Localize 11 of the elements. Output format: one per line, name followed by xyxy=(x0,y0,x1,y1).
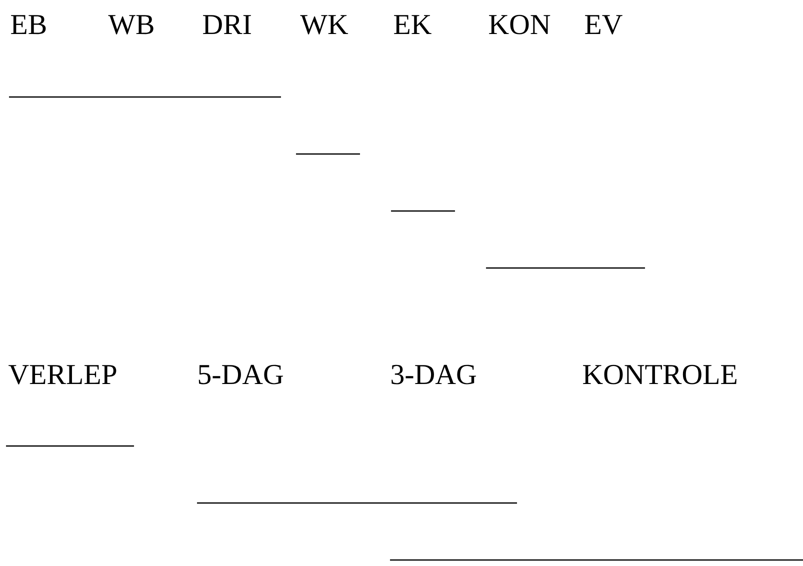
column-label: KONTROLE xyxy=(583,364,736,384)
column-label: WB xyxy=(108,15,154,34)
column-label: EK xyxy=(394,15,432,34)
column-label: EB xyxy=(11,15,46,34)
column-label: 3-DAG xyxy=(392,364,476,384)
column-label: EV xyxy=(585,15,622,34)
column-label: KON xyxy=(489,14,550,34)
column-label: VERLEP xyxy=(8,365,116,384)
column-label: WK xyxy=(300,15,348,34)
column-label: DRI xyxy=(203,15,251,34)
column-label: 5-DAG xyxy=(198,364,283,384)
